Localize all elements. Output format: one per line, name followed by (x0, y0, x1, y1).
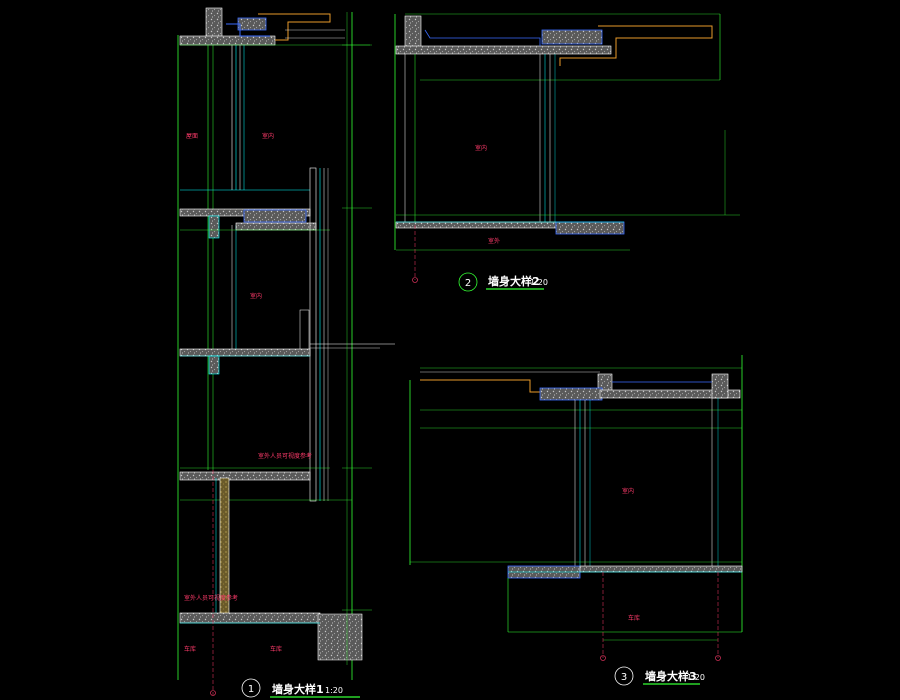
d1-label-room-middle: 室内 (250, 292, 262, 300)
d2-label-room: 室内 (475, 144, 487, 152)
d2-label-outdoor: 室外 (488, 237, 500, 245)
detail-1-number: 1 (248, 684, 254, 695)
detail-3-number: 3 (621, 672, 627, 683)
detail-1-number-bubble (241, 678, 261, 698)
detail-1-scale: 1:20 (325, 686, 343, 695)
d3-label-garage: 车库 (628, 614, 640, 622)
detail-2-title: 墙身大样2 (488, 274, 540, 288)
detail-3-number-bubble (614, 666, 634, 686)
d1-label-garage-left: 车库 (184, 645, 196, 653)
detail-3-title: 墙身大样3 (645, 669, 697, 683)
d1-note-visibility-2: 室外人员可视度参考 (184, 594, 238, 602)
d1-note-visibility-1: 室外人员可视度参考 (258, 452, 312, 460)
detail-2-section: 室内 室外 2 墙身大样2 1:20 (394, 13, 740, 292)
detail-2-scale: 1:20 (530, 278, 548, 287)
d1-label-room-upper: 室内 (262, 132, 274, 140)
detail-1-section: 屋面 室内 室内 室外人员可视度参考 室外人员可视度参考 车库 车库 1 墙身大… (177, 7, 395, 698)
d3-label-room: 室内 (622, 487, 634, 495)
detail-2-number: 2 (465, 278, 471, 289)
detail-3-section: 室内 车库 3 墙身大样3 1:20 (409, 355, 743, 686)
detail-1-title: 墙身大样1 (272, 682, 324, 696)
d1-label-garage-right: 车库 (270, 645, 282, 653)
detail-3-scale: 1:20 (687, 673, 705, 682)
d1-label-roof: 屋面 (186, 133, 198, 140)
detail-2-number-bubble (458, 272, 478, 292)
